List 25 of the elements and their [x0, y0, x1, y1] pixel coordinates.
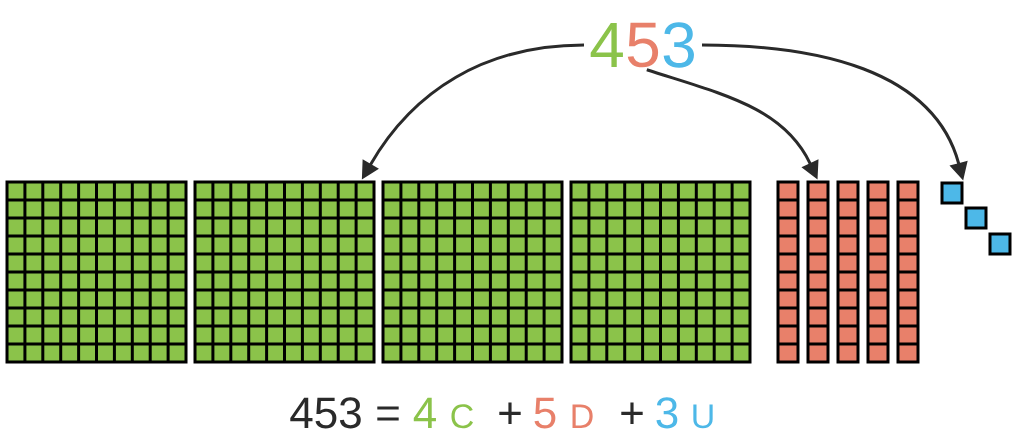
digit: 5 [534, 397, 556, 429]
hundred-square [569, 180, 752, 364]
digit: 3 [663, 22, 694, 68]
hundred-square [5, 180, 188, 364]
hundred-square [381, 180, 564, 364]
place-letter: C [451, 404, 473, 429]
digit: 4 [590, 22, 623, 67]
plus-sign: + [499, 402, 521, 425]
ten-rod [866, 180, 890, 364]
unit-cube [964, 206, 988, 230]
digit: 4 [413, 397, 436, 428]
ten-rod [806, 180, 830, 364]
plus-sign: + [621, 402, 643, 425]
ten-rod [896, 180, 920, 364]
unit-cube [988, 232, 1012, 256]
digit: 3 [656, 397, 678, 429]
place-letter: D [572, 404, 593, 428]
ten-rod [776, 180, 800, 364]
place-letter: U [693, 404, 713, 429]
equals-sign: = [377, 406, 399, 421]
number: 453 [290, 397, 361, 429]
hundred-square [193, 180, 376, 364]
digit: 5 [627, 22, 659, 68]
unit-cube [940, 181, 964, 205]
ten-rod [836, 180, 860, 364]
